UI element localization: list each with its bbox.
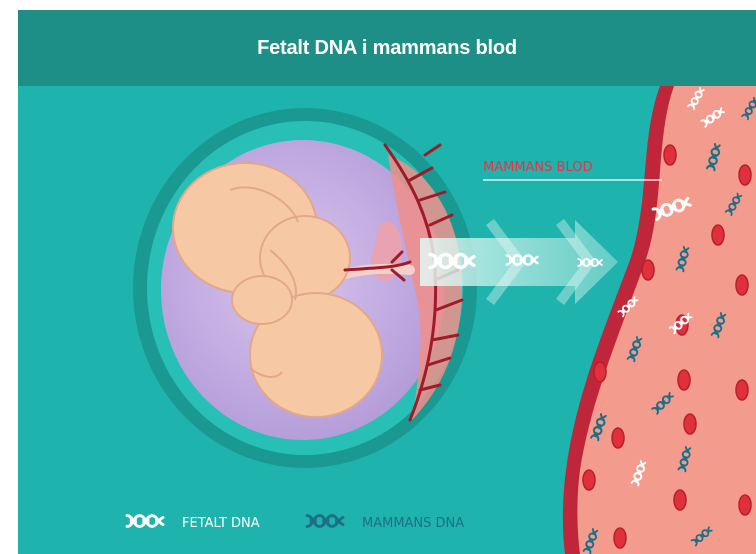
maternal-blood-label: MAMMANS BLOD <box>483 160 592 175</box>
header-bar: Fetalt DNA i mammans blod <box>18 10 756 86</box>
legend-fetal-label: FETALT DNA <box>182 516 260 531</box>
page-title: Fetalt DNA i mammans blod <box>257 37 517 60</box>
legend-maternal-label: MAMMANS DNA <box>362 516 464 531</box>
illustration-frame: MAMMANS BLOD FETALT DNA MAMMANS DNA Feta… <box>18 10 756 554</box>
fetal-dna-illustration: MAMMANS BLOD FETALT DNA MAMMANS DNA <box>18 10 756 554</box>
